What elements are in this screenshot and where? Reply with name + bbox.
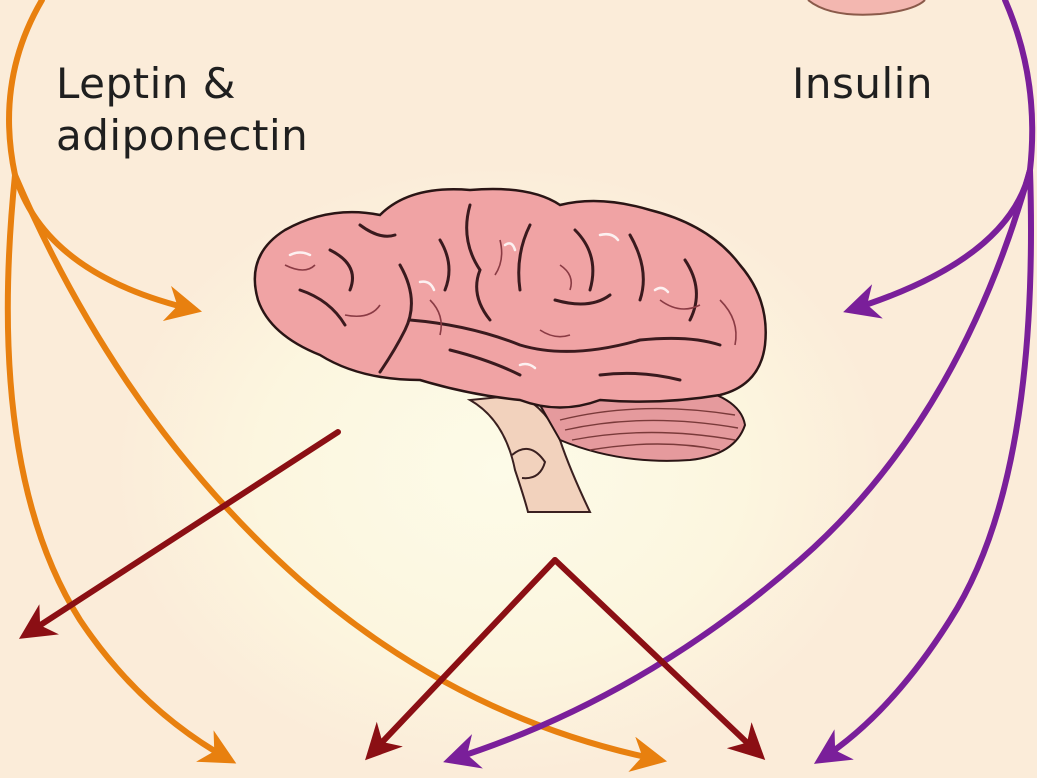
brain-arrow-down-right	[555, 560, 760, 755]
brain-arrow-left	[25, 432, 338, 635]
brain-arrow-down-left	[370, 560, 555, 755]
insulin-arrow-to-brain	[850, 0, 1032, 310]
leptin-adiponectin-label: Leptin & adiponectin	[56, 58, 308, 162]
organ-edge-icon	[808, 0, 925, 15]
leptin-arrow-to-target-1	[8, 175, 230, 760]
insulin-label: Insulin	[792, 58, 933, 110]
leptin-label-line-2: adiponectin	[56, 110, 308, 162]
brain-arrows	[25, 432, 760, 755]
leptin-label-line-1: Leptin &	[56, 58, 308, 110]
brain-icon	[255, 189, 766, 512]
